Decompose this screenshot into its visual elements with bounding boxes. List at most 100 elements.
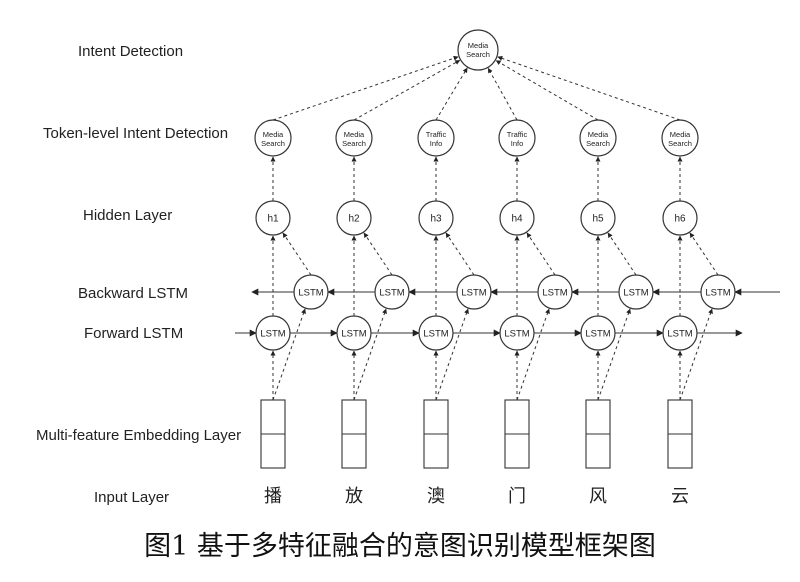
token-to-intent-edge xyxy=(272,55,459,121)
embedding-to-backward-edge xyxy=(516,308,550,401)
backward-lstm-node: LSTM xyxy=(618,274,654,310)
embedding-vector xyxy=(504,399,530,469)
token-intent-node-circle xyxy=(254,119,292,157)
token-intent-node-label-line1: Traffic xyxy=(507,130,528,139)
forward-lstm-node-circle xyxy=(662,315,698,351)
backward-to-hidden-edge xyxy=(689,232,719,276)
token-intent-node-label-line1: Media xyxy=(263,130,284,139)
token-intent-node-circle xyxy=(579,119,617,157)
layer-label-forward-lstm: Forward LSTM xyxy=(84,325,183,342)
input-character: 云 xyxy=(671,486,689,507)
embedding-to-backward-edge xyxy=(272,308,306,401)
input-character: 风 xyxy=(589,486,607,507)
backward-lstm-node-circle xyxy=(293,274,329,310)
hidden-unit-node: h3 xyxy=(418,200,454,236)
forward-lstm-node: LSTM xyxy=(580,315,616,351)
figure-caption: 图1 基于多特征融合的意图识别模型框架图 xyxy=(144,531,656,562)
backward-to-hidden-edge xyxy=(526,232,556,276)
hidden-unit-node: h5 xyxy=(580,200,616,236)
backward-lstm-node-circle xyxy=(537,274,573,310)
token-intent-node-label-line1: Traffic xyxy=(426,130,447,139)
backward-lstm-node-circle xyxy=(618,274,654,310)
token-intent-node-label-line2: Search xyxy=(261,139,285,148)
backward-lstm-node-label: LSTM xyxy=(298,287,323,298)
embedding-vector xyxy=(341,399,367,469)
forward-lstm-node-label: LSTM xyxy=(341,328,366,339)
layer-label-embedding: Multi-feature Embedding Layer xyxy=(36,427,241,444)
backward-to-hidden-edge xyxy=(282,232,312,276)
node-groups: MediaSearchh1LSTMLSTM播MediaSearchh2LSTML… xyxy=(254,119,736,507)
intent-node: Media Search xyxy=(457,29,499,71)
input-character: 放 xyxy=(345,486,363,507)
token-intent-node-label-line2: Search xyxy=(342,139,366,148)
embedding-vector xyxy=(585,399,611,469)
forward-lstm-node-label: LSTM xyxy=(504,328,529,339)
forward-lstm-node-label: LSTM xyxy=(667,328,692,339)
input-character: 门 xyxy=(508,486,526,507)
hidden-unit-node-circle xyxy=(336,200,372,236)
embedding-vector xyxy=(667,399,693,469)
hidden-unit-node-circle xyxy=(662,200,698,236)
token-to-intent-edge xyxy=(495,60,599,121)
backward-lstm-node-label: LSTM xyxy=(379,287,404,298)
backward-lstm-node-label: LSTM xyxy=(461,287,486,298)
hidden-unit-node: h2 xyxy=(336,200,372,236)
input-character: 播 xyxy=(264,486,282,507)
token-intent-node-circle xyxy=(417,119,455,157)
forward-lstm-node-circle xyxy=(580,315,616,351)
backward-lstm-node: LSTM xyxy=(700,274,736,310)
connection-lines xyxy=(235,55,780,401)
backward-to-hidden-edge xyxy=(363,232,393,276)
token-to-intent-edge xyxy=(497,55,681,121)
hidden-unit-node-label: h6 xyxy=(674,214,686,225)
forward-lstm-node-circle xyxy=(255,315,291,351)
forward-lstm-node-label: LSTM xyxy=(260,328,285,339)
backward-lstm-node-circle xyxy=(374,274,410,310)
embedding-to-backward-edge xyxy=(435,308,469,401)
hidden-unit-node-label: h3 xyxy=(430,214,442,225)
token-intent-node-label-line2: Search xyxy=(668,139,692,148)
embedding-to-backward-edge xyxy=(353,308,387,401)
token-intent-node-label-line1: Media xyxy=(670,130,691,139)
forward-lstm-node-circle xyxy=(336,315,372,351)
forward-lstm-node-circle xyxy=(418,315,454,351)
hidden-unit-node-label: h4 xyxy=(511,214,523,225)
embedding-vector xyxy=(423,399,449,469)
hidden-unit-node: h6 xyxy=(662,200,698,236)
forward-lstm-node: LSTM xyxy=(255,315,291,351)
token-intent-node-circle xyxy=(661,119,699,157)
token-to-intent-edge xyxy=(487,67,518,121)
backward-lstm-node: LSTM xyxy=(537,274,573,310)
hidden-unit-node: h1 xyxy=(255,200,291,236)
hidden-unit-node-circle xyxy=(255,200,291,236)
backward-to-hidden-edge xyxy=(445,232,475,276)
forward-lstm-node: LSTM xyxy=(662,315,698,351)
hidden-unit-node-circle xyxy=(580,200,616,236)
forward-lstm-node: LSTM xyxy=(336,315,372,351)
hidden-unit-node: h4 xyxy=(499,200,535,236)
backward-lstm-node: LSTM xyxy=(456,274,492,310)
backward-lstm-node-label: LSTM xyxy=(542,287,567,298)
embedding-to-backward-edge xyxy=(679,308,713,401)
backward-lstm-node: LSTM xyxy=(293,274,329,310)
layer-label-intent-detection: Intent Detection xyxy=(78,43,183,60)
layer-label-backward-lstm: Backward LSTM xyxy=(78,285,188,302)
intent-node-circle xyxy=(457,29,499,71)
embedding-vector xyxy=(260,399,286,469)
backward-lstm-node-label: LSTM xyxy=(705,287,730,298)
forward-lstm-node-label: LSTM xyxy=(585,328,610,339)
token-to-intent-edge xyxy=(435,67,468,121)
token-intent-node-label-line1: Media xyxy=(588,130,609,139)
token-intent-node-label-line2: Search xyxy=(586,139,610,148)
layer-label-token-level-intent: Token-level Intent Detection xyxy=(43,125,228,142)
hidden-unit-node-circle xyxy=(499,200,535,236)
token-intent-node-label-line2: Info xyxy=(511,139,524,148)
hidden-unit-node-label: h2 xyxy=(348,214,360,225)
